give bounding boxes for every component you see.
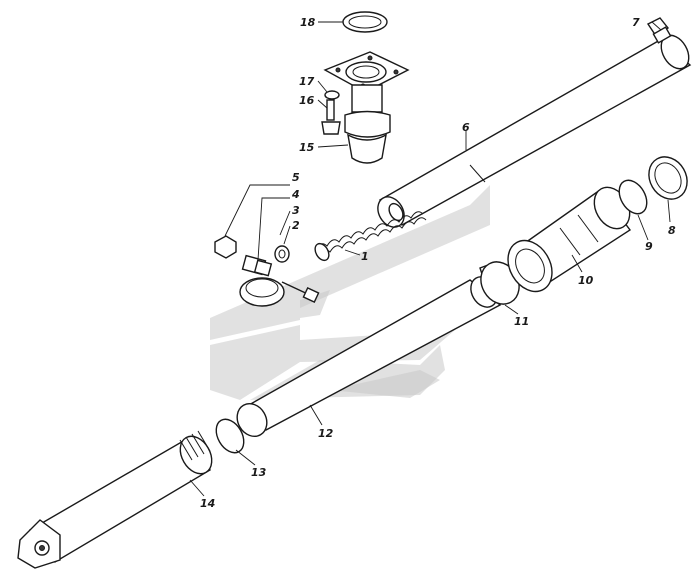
callout-15: 15 <box>299 141 315 154</box>
callout-14: 14 <box>200 497 215 510</box>
callout-8: 8 <box>668 224 676 237</box>
callout-18: 18 <box>300 16 316 29</box>
part-4-clamp <box>239 254 285 307</box>
callout-17: 17 <box>299 75 315 88</box>
callout-6: 6 <box>462 121 470 134</box>
callout-12: 12 <box>318 427 334 440</box>
callout-5: 5 <box>292 171 300 184</box>
part-5-hex-nut <box>214 235 237 259</box>
part-18-gasket <box>342 11 388 33</box>
part-8-sleeve <box>648 156 688 200</box>
part-13-snap-ring <box>215 418 245 454</box>
callout-3: 3 <box>292 204 300 217</box>
part-16-bolt <box>321 99 341 135</box>
part-1-spring <box>314 202 427 262</box>
part-10-threaded-sleeve <box>507 186 632 293</box>
part-3-screw <box>281 281 320 303</box>
part-15-flange-housing <box>323 51 410 164</box>
callout-2: 2 <box>292 219 300 232</box>
callout-13: 13 <box>251 466 267 479</box>
part-9-ring <box>618 179 648 215</box>
callout-10: 10 <box>578 274 594 287</box>
part-2-nut <box>274 245 290 263</box>
part-14-lower-cylinder <box>17 430 213 569</box>
callout-7: 7 <box>632 16 640 29</box>
callout-16: 16 <box>299 94 315 107</box>
callout-4: 4 <box>291 188 300 201</box>
callout-9: 9 <box>645 240 653 253</box>
leader-lines <box>189 21 671 497</box>
callout-1: 1 <box>361 250 369 263</box>
callout-11: 11 <box>514 315 529 328</box>
part-17-washer <box>324 90 340 100</box>
